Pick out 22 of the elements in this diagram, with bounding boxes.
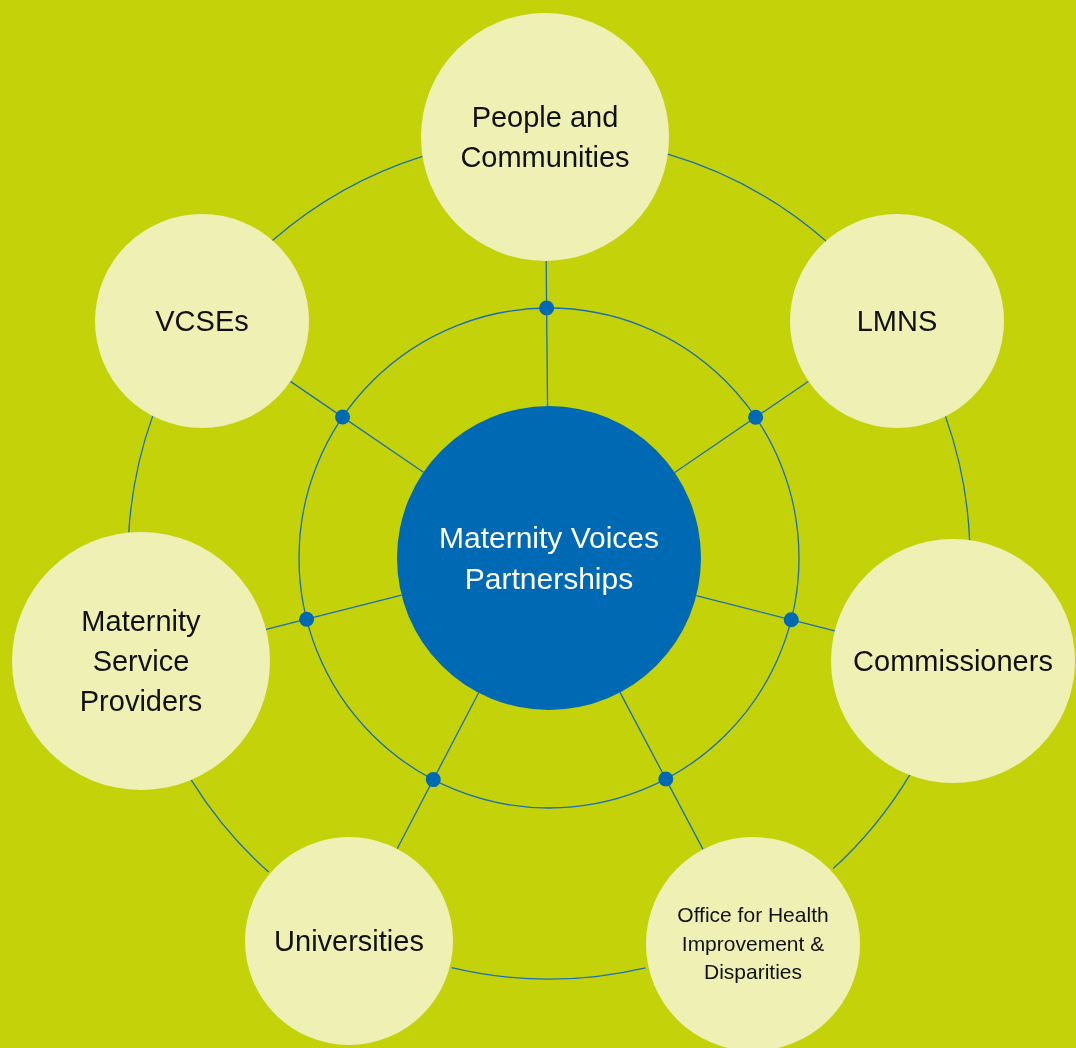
node-label: People and Communities [459, 100, 631, 175]
spoke-line [545, 260, 549, 407]
spoke-line [265, 594, 403, 631]
node-label: Universities [274, 924, 424, 959]
node-label: Maternity Service Providers [78, 603, 204, 719]
node-label: Commissioners [853, 644, 1053, 679]
ring-arc [271, 155, 424, 242]
spoke-line [289, 380, 425, 473]
ring-arc [190, 779, 270, 873]
node-label: Office for Health Improvement & Disparities [676, 901, 830, 986]
spoke-line [619, 691, 704, 851]
ring-arc [667, 153, 827, 242]
ring-arc [450, 966, 647, 980]
spoke-line [396, 692, 480, 850]
ring-arc [832, 773, 911, 870]
node-label: Maternity Voices Partnerships [437, 519, 661, 597]
spoke-line [695, 594, 836, 632]
node-label: VCSEs [155, 304, 249, 339]
ring-arc [128, 415, 154, 534]
node-label: LMNS [856, 304, 938, 339]
ring-arc [944, 415, 971, 542]
spoke-line [674, 380, 810, 474]
